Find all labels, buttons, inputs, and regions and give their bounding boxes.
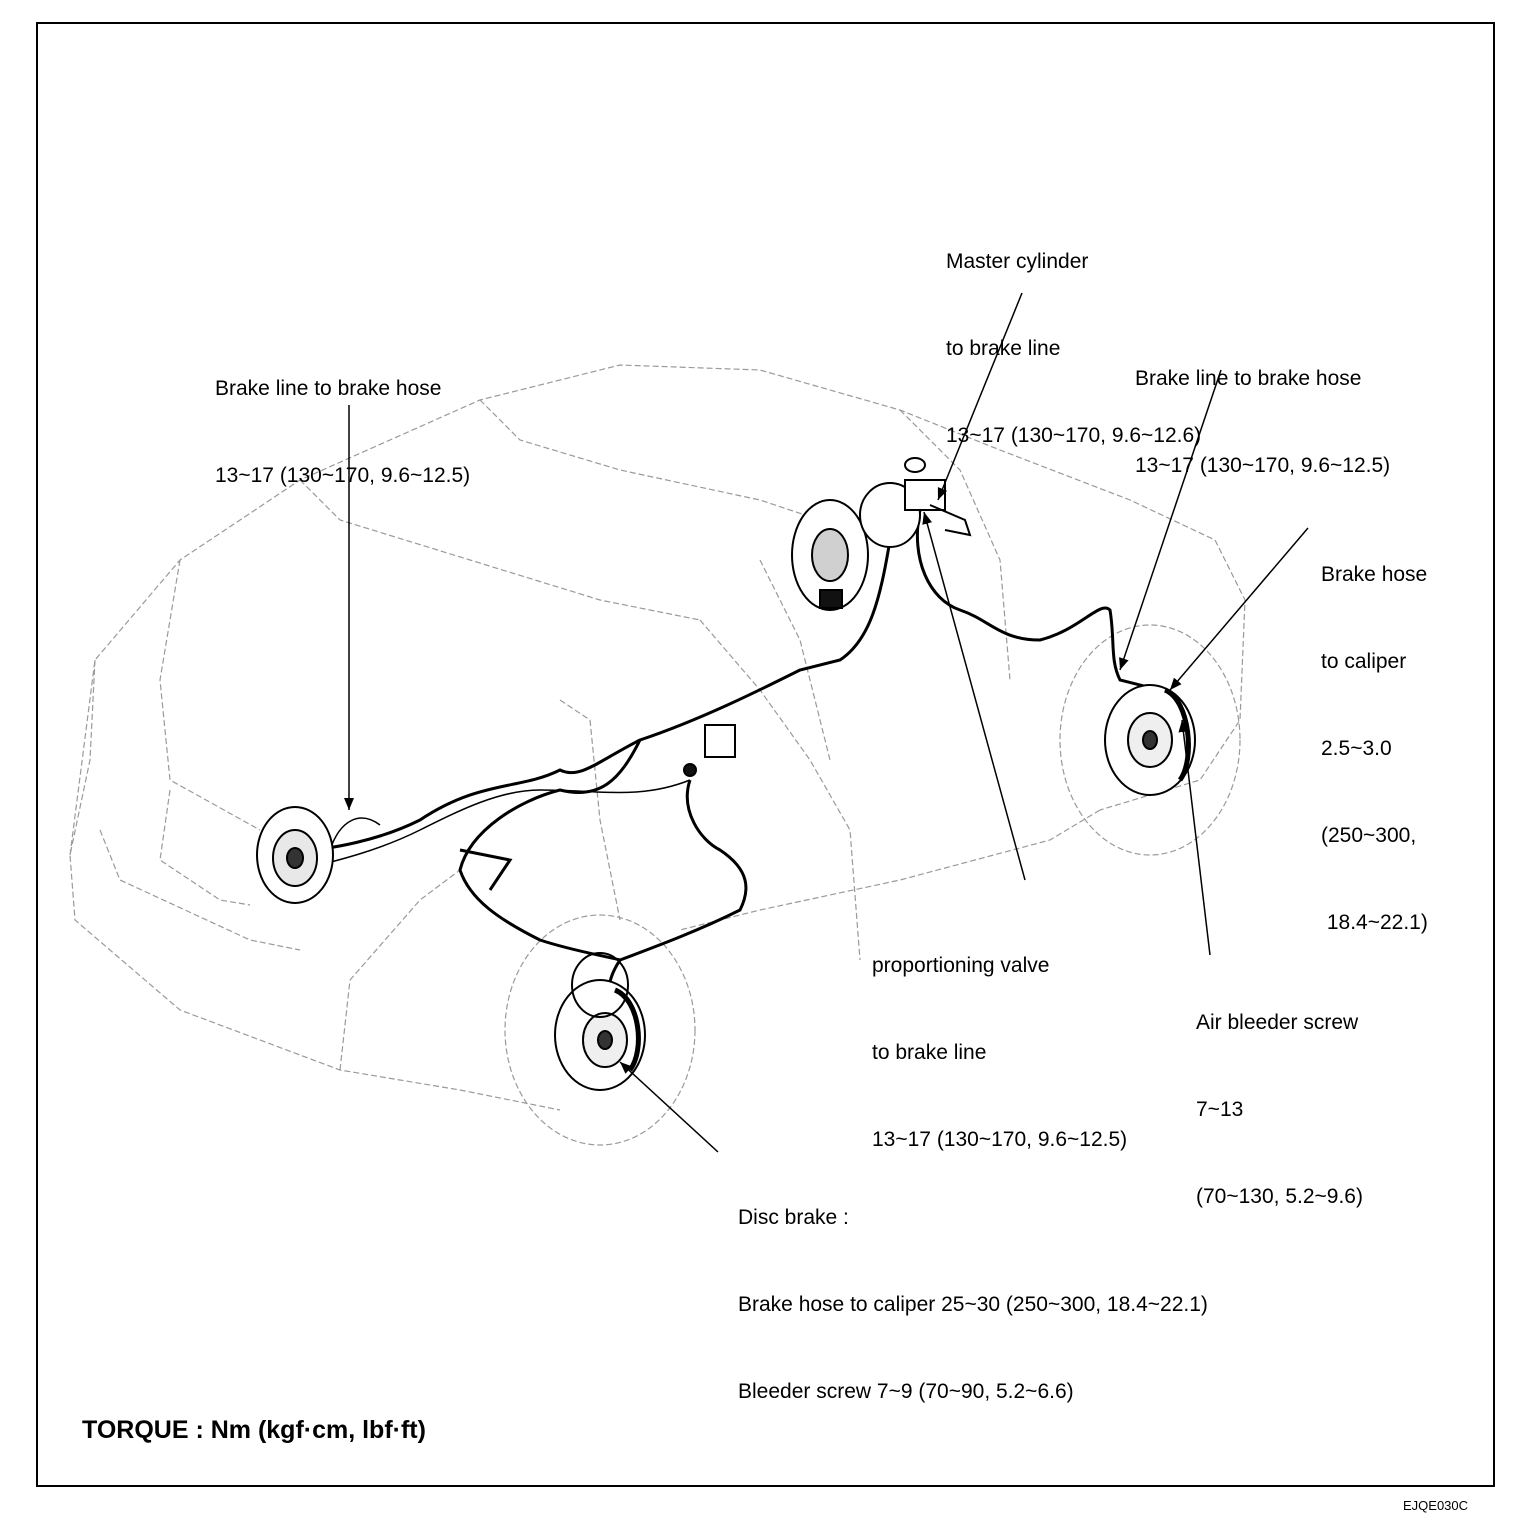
callout-brake-hose-caliper: Brake hose to caliper 2.5~3.0 (250~300, … xyxy=(1321,502,1428,966)
callout-air-bleeder: Air bleeder screw 7~13 (70~130, 5.2~9.6) xyxy=(1196,950,1363,1240)
callout-proportioning-valve: proportioning valve to brake line 13~17 … xyxy=(872,893,1127,1183)
callout-line: Air bleeder screw xyxy=(1196,1011,1359,1034)
callout-line: to brake line xyxy=(946,337,1061,360)
callout-line: Brake line to brake hose xyxy=(1135,367,1362,390)
callout-line: proportioning valve xyxy=(872,954,1050,977)
callout-line: (70~130, 5.2~9.6) xyxy=(1196,1185,1363,1208)
callout-line: 13~17 (130~170, 9.6~12.5) xyxy=(1135,454,1391,477)
figure-code: EJQE030C xyxy=(1403,1498,1469,1513)
rear-left-brake-drum xyxy=(256,806,334,904)
callout-brake-line-right: Brake line to brake hose 13~17 (130~170,… xyxy=(1135,306,1390,509)
callout-line: 2.5~3.0 xyxy=(1321,737,1392,760)
torque-units-note: TORQUE : Nm (kgf·cm, lbf·ft) xyxy=(82,1416,426,1444)
callout-line: 7~13 xyxy=(1196,1098,1244,1121)
diagram-frame xyxy=(36,22,1495,1487)
callout-line: (250~300, xyxy=(1321,824,1417,847)
callout-line: to brake line xyxy=(872,1041,987,1064)
callout-line: 13~17 (130~170, 9.6~12.5) xyxy=(872,1128,1128,1151)
brake-lines-thin xyxy=(299,779,691,871)
callout-line: Brake hose xyxy=(1321,563,1428,586)
callout-line: Master cylinder xyxy=(946,250,1089,273)
front-left-disc-brake xyxy=(554,952,646,1091)
callout-line: 13~17 (130~170, 9.6~12.6) xyxy=(946,424,1202,447)
callout-line: Brake hose to caliper 25~30 (250~300, 18… xyxy=(738,1293,1208,1316)
callout-master-cylinder: Master cylinder to brake line 13~17 (130… xyxy=(946,189,1201,479)
vehicle-body-outline xyxy=(69,364,1246,1146)
callout-line: Brake line to brake hose xyxy=(215,377,442,400)
callout-line: 18.4~22.1) xyxy=(1321,911,1428,934)
callout-line: to caliper xyxy=(1321,650,1407,673)
callout-line: Disc brake : xyxy=(738,1206,849,1229)
callout-disc-brake: Disc brake : Brake hose to caliper 25~30… xyxy=(738,1145,1208,1435)
brake-booster-master-cylinder xyxy=(791,457,972,611)
callout-line: 13~17 (130~170, 9.6~12.5) xyxy=(215,464,471,487)
proportioning-valve xyxy=(683,724,736,777)
callout-line: Bleeder screw 7~9 (70~90, 5.2~6.6) xyxy=(738,1380,1074,1403)
leader-arrows xyxy=(344,292,1309,1153)
front-right-disc-brake xyxy=(1104,684,1196,796)
callout-brake-line-left: Brake line to brake hose 13~17 (130~170,… xyxy=(215,316,470,519)
